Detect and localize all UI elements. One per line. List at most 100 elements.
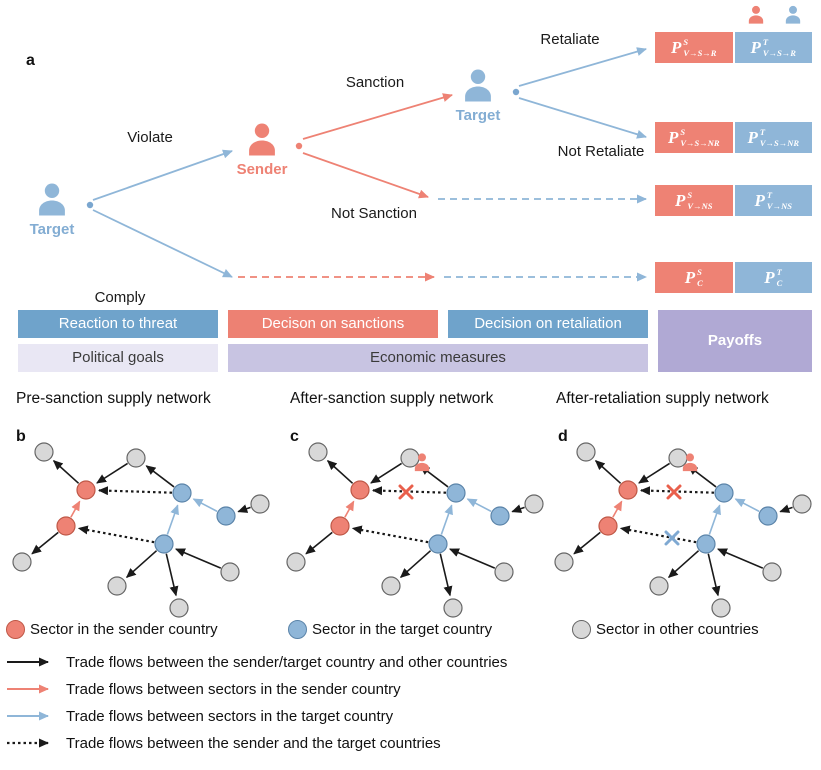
payoff-sub: V→NS: [687, 200, 713, 211]
trade-flow-edge-target: [192, 498, 218, 513]
legend-flow-sender: Trade flows between sectors in the sende…: [6, 679, 401, 699]
trade-flow-edge-cross: [77, 525, 155, 544]
payoff-sub: C: [776, 277, 783, 288]
sector-node-other: [381, 576, 401, 596]
legend-label: Trade flows between the sender/target co…: [66, 653, 508, 671]
network-pre-sanction: [12, 442, 270, 618]
trade-flow-edge-other: [399, 550, 432, 579]
sector-node-target: [758, 506, 778, 526]
sanction-arrow: [302, 93, 453, 140]
target-person-icon: [34, 180, 70, 218]
payoff-sub: C: [697, 277, 703, 288]
red-arrow-icon: [7, 684, 49, 694]
target2-person-icon: [460, 66, 496, 104]
network-after-retaliation: [554, 442, 812, 618]
trade-flow-edge-cross: [639, 486, 715, 496]
panel-b-title: Pre-sanction supply network: [16, 390, 211, 407]
sector-node-target: [696, 534, 716, 554]
trade-flow-edge-sender: [612, 500, 623, 518]
payoff-base: P: [675, 190, 686, 210]
payoff-base: P: [667, 127, 679, 147]
not-sanction-branch-label: Not Sanction: [331, 205, 417, 222]
trade-flow-edge-other: [449, 548, 496, 569]
sector-node-other: [711, 598, 731, 618]
game-tree-canvas: [86, 47, 647, 282]
legend-label: Trade flows between the sender and the t…: [66, 734, 441, 752]
target2-label: Target: [455, 107, 501, 124]
legend-label: Trade flows between sectors in the sende…: [66, 680, 401, 698]
trade-flow-edge-other: [31, 531, 59, 555]
x-retaliation-x-icon: [664, 530, 680, 546]
other-sector-circle-icon: [572, 620, 591, 639]
trade-flow-edge-other: [145, 465, 175, 488]
retaliate-arrow: [518, 47, 647, 87]
panel-b-letter: b: [16, 428, 26, 445]
sender-mini-person-icon: [746, 4, 766, 25]
sector-node-other: [443, 598, 463, 618]
payoff-base: P: [750, 37, 761, 57]
sector-node-other: [524, 494, 544, 514]
trade-flow-edge-other: [717, 548, 764, 569]
trade-flow-edge-other: [511, 504, 525, 513]
x-sanction-x-icon: [398, 484, 414, 500]
sector-node-other: [12, 552, 32, 572]
payoff-sub: V→S→R: [762, 47, 796, 58]
trade-flow-edge-other: [667, 550, 700, 579]
legend-target-sector: Sector in the target country: [288, 620, 492, 639]
payoff-sup: T: [759, 127, 766, 138]
trade-flow-edge-other: [52, 460, 80, 484]
sector-node-other: [792, 494, 812, 514]
legend-label: Sector in the sender country: [30, 621, 218, 638]
sector-node-other: [169, 598, 189, 618]
sector-node-other: [286, 552, 306, 572]
target2-decision-node-dot: [512, 88, 520, 96]
sector-node-other: [668, 448, 688, 468]
legend-label: Sector in the target country: [312, 621, 493, 638]
sector-node-sender: [350, 480, 370, 500]
trade-flow-edge-cross: [371, 486, 447, 496]
trade-flow-edge-target: [166, 504, 179, 535]
trade-flow-edge-target: [708, 504, 721, 535]
trade-flow-edge-other: [638, 462, 671, 484]
trade-flow-edge-target: [734, 498, 760, 513]
sector-node-target: [714, 483, 734, 503]
sector-node-other: [762, 562, 782, 582]
sector-node-target: [154, 534, 174, 554]
x-sanction-x-icon: [666, 484, 682, 500]
band-reaction-to-threat: Reaction to threat: [18, 310, 218, 338]
trade-flow-edge-other: [707, 553, 721, 597]
trade-flow-edge-cross: [97, 486, 173, 496]
panel-c-title: After-sanction supply network: [290, 390, 494, 407]
trade-flow-edge-target: [440, 504, 453, 535]
sender-label: Sender: [236, 161, 288, 178]
payoff-sup: S: [687, 190, 693, 201]
sector-node-other: [308, 442, 328, 462]
payoff-base: P: [747, 127, 758, 147]
band-political-goals: Political goals: [18, 344, 218, 372]
sector-node-other: [576, 442, 596, 462]
band-payoffs: Payoffs: [658, 310, 812, 372]
sanction-branch-label: Sanction: [345, 74, 405, 91]
payoff-sup: S: [697, 267, 702, 278]
legend-label: Sector in other countries: [596, 621, 759, 638]
payoff-sub: V→S→NR: [680, 137, 720, 148]
not-sanction-arrow: [302, 152, 429, 199]
trade-flow-edge-other: [573, 531, 601, 555]
panel-d-letter: d: [558, 428, 568, 445]
not-retaliate-arrow: [518, 97, 647, 139]
sender-decision-node-dot: [295, 142, 303, 150]
violate-branch-label: Violate: [127, 129, 173, 146]
sector-node-sender: [56, 516, 76, 536]
black-arrow-icon: [7, 657, 49, 667]
trade-flow-edge-other: [779, 504, 793, 513]
sector-node-target: [428, 534, 448, 554]
